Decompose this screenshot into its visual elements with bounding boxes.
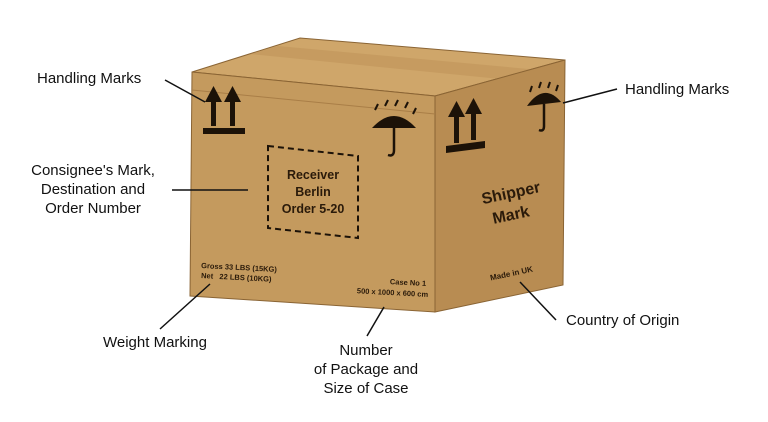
- box-net-weight-text: Net 22 LBS (10KG): [201, 271, 272, 284]
- box-tape-strip: [250, 46, 540, 80]
- label-number-of-package: Number of Package and Size of Case: [296, 341, 436, 398]
- label-handling-marks-right: Handling Marks: [625, 81, 730, 98]
- side-this-way-up-icon: [446, 98, 485, 153]
- leader-package: [366, 306, 385, 337]
- leader-weight: [159, 283, 211, 330]
- box-case-size-text: 500 x 1000 x 600 cm: [357, 286, 429, 299]
- package-line-1: Number: [339, 342, 393, 359]
- consignee-line-3: Order Number: [45, 200, 141, 217]
- label-country-of-origin: Country of Origin: [566, 312, 680, 329]
- box-gross-weight-text: Gross 33 LBS (15KG): [201, 261, 278, 274]
- box-side-face: [434, 59, 566, 313]
- leader-handling-left: [164, 79, 206, 103]
- consignee-mark-dashed-frame: [267, 144, 359, 240]
- label-weight-marking: Weight Marking: [103, 334, 207, 351]
- leader-handling-right: [562, 88, 618, 104]
- label-handling-marks-left: Handling Marks: [37, 70, 142, 87]
- label-consignee-mark: Consignee's Mark, Destination and Order …: [18, 161, 168, 218]
- package-line-2: of Package and: [313, 361, 419, 378]
- consignee-line-1: Consignee's Mark,: [31, 162, 155, 179]
- receiver-line-3: Order 5-20: [282, 202, 345, 216]
- this-way-up-icon: [203, 86, 245, 134]
- package-line-3: Size of Case: [323, 380, 409, 397]
- box-case-number-text: Case No 1: [390, 277, 427, 288]
- keep-dry-umbrella-icon: [372, 99, 417, 157]
- receiver-line-2: Berlin: [295, 185, 330, 199]
- consignee-line-2: Destination and: [40, 181, 146, 198]
- leader-origin: [519, 281, 557, 321]
- side-keep-dry-umbrella-icon: [527, 81, 561, 132]
- receiver-line-1: Receiver: [287, 168, 339, 182]
